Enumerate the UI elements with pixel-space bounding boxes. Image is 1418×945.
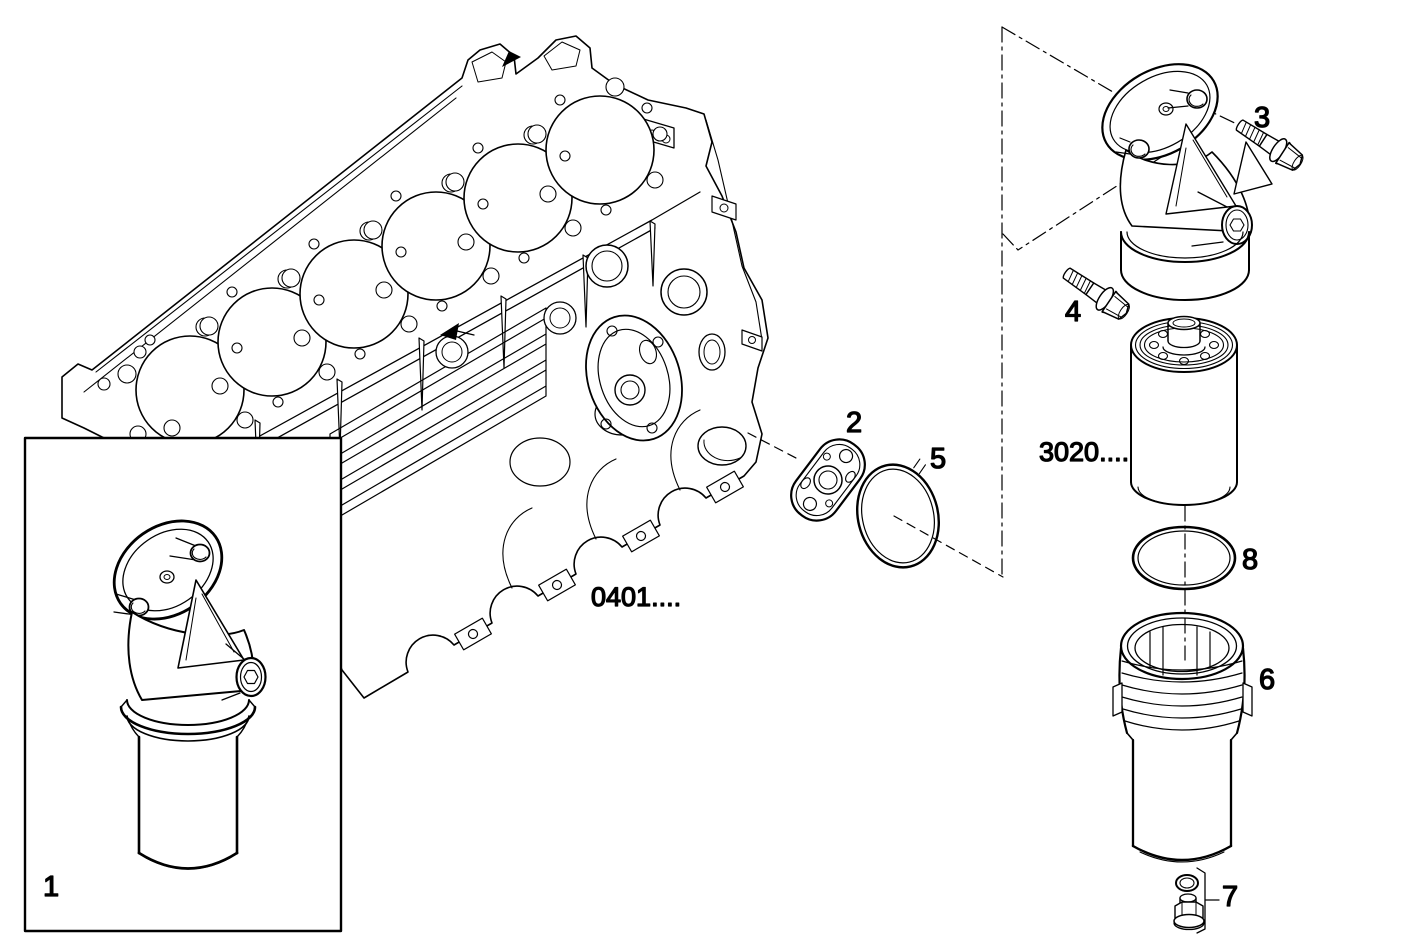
pointer-arrow-icon: [502, 51, 521, 67]
drain-plug-7: [1173, 867, 1220, 934]
seal-ring-5: [856, 458, 940, 569]
filter-mounting-pad: [585, 314, 683, 442]
callout-5: 5: [930, 443, 946, 475]
callout-6: 6: [1259, 664, 1275, 696]
filter-bowl-6: [1112, 611, 1253, 863]
callout-2: 2: [846, 407, 862, 439]
o-ring-8: [1131, 525, 1237, 591]
ref-code-engine-block: 0401....: [591, 582, 681, 612]
bracket-line: [1196, 867, 1220, 934]
callout-4: 4: [1065, 296, 1081, 328]
ref-code-filter-cartridge: 3020....: [1039, 437, 1129, 467]
callout-7: 7: [1222, 881, 1238, 913]
engine-block: [61, 35, 769, 699]
pointer-arrow-icon: [440, 323, 459, 340]
callout-8: 8: [1242, 544, 1258, 576]
gasket-2: [790, 438, 866, 522]
callout-1: 1: [43, 871, 59, 903]
filter-assembly-1: [112, 519, 267, 870]
callout-3: 3: [1254, 102, 1270, 134]
oil-filter-cartridge: [1130, 315, 1238, 506]
assembly-axis-lines: [747, 26, 1244, 578]
filter-head: [1101, 63, 1273, 301]
